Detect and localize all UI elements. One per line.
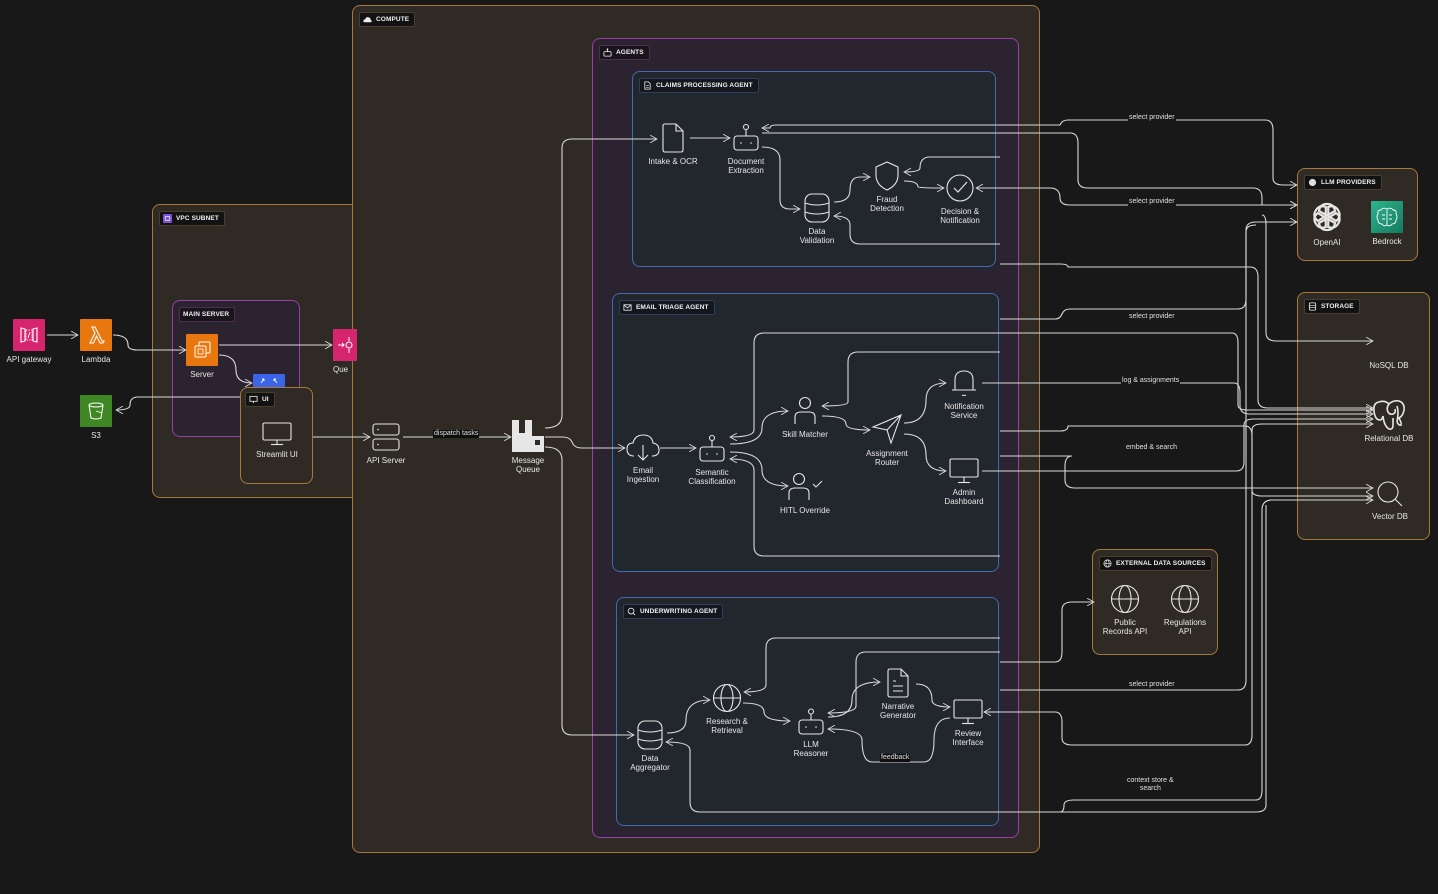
s3-node[interactable]: S3 bbox=[72, 395, 120, 440]
check-circle-icon bbox=[946, 174, 974, 202]
edge-context-store bbox=[1000, 500, 1373, 813]
bot-icon bbox=[733, 123, 759, 151]
nosql-db-node[interactable]: NoSQL DB bbox=[1369, 361, 1409, 370]
edge-label-select-provider-2: select provider bbox=[1128, 198, 1176, 206]
database-icon bbox=[1308, 302, 1317, 311]
assignment-router-node[interactable]: Assignment Router bbox=[858, 413, 916, 467]
agents-label: AGENTS bbox=[599, 45, 650, 60]
data-aggregator-node[interactable]: Data Aggregator bbox=[624, 720, 676, 772]
edge-label-select-provider-1: select provider bbox=[1128, 114, 1176, 122]
relational-db-node[interactable]: Relational DB bbox=[1358, 398, 1420, 443]
api-gateway-node[interactable]: API gateway bbox=[5, 319, 53, 364]
vpc-subnet-label: VPC SUBNET bbox=[159, 211, 225, 226]
ui-label: UI bbox=[245, 392, 275, 407]
cloud-download-icon bbox=[626, 434, 660, 461]
bot-icon bbox=[798, 708, 824, 735]
queue-node[interactable]: Que bbox=[333, 329, 357, 374]
scale-icon bbox=[253, 374, 285, 388]
underwriting-agent-label: UNDERWRITING AGENT bbox=[623, 604, 724, 619]
public-records-api-node[interactable]: Public Records API bbox=[1098, 584, 1152, 636]
bot-icon bbox=[699, 434, 725, 462]
database-node-icon bbox=[637, 720, 663, 750]
streamlit-ui-node[interactable]: Streamlit UI bbox=[246, 422, 308, 459]
globe-icon bbox=[1110, 584, 1140, 614]
email-agent-label: EMAIL TRIAGE AGENT bbox=[619, 300, 715, 315]
edge-sp3 bbox=[1000, 222, 1297, 320]
bedrock-brain-icon bbox=[1371, 201, 1403, 233]
monitor-small-icon bbox=[249, 395, 258, 404]
hitl-override-node[interactable]: HITL Override bbox=[774, 472, 836, 515]
lambda-node[interactable]: Lambda bbox=[72, 319, 120, 364]
review-interface-node[interactable]: Review Interface bbox=[940, 699, 996, 747]
postgres-elephant-icon bbox=[1373, 400, 1405, 430]
monitor-icon bbox=[949, 458, 979, 484]
bedrock-node[interactable]: Bedrock bbox=[1366, 201, 1408, 246]
fraud-detection-node[interactable]: Fraud Detection bbox=[862, 161, 912, 213]
edge-label-select-provider-4: select provider bbox=[1128, 681, 1176, 689]
server-rack-icon bbox=[372, 423, 400, 451]
monitor-icon bbox=[262, 422, 292, 446]
edge-label-log-assignments: log & assignments bbox=[1121, 377, 1181, 385]
storage-label: STORAGE bbox=[1304, 299, 1360, 314]
intake-ocr-node[interactable]: Intake & OCR bbox=[640, 123, 706, 166]
regulations-api-node[interactable]: Regulations API bbox=[1158, 584, 1212, 636]
research-retrieval-node[interactable]: Research & Retrieval bbox=[698, 683, 756, 735]
compute-label: COMPUTE bbox=[359, 12, 416, 27]
globe-icon bbox=[1170, 584, 1200, 614]
external-sources-label: EXTERNAL DATA SOURCES bbox=[1099, 556, 1212, 571]
bell-icon bbox=[952, 370, 976, 396]
user-icon bbox=[794, 396, 816, 424]
openai-small-icon bbox=[1308, 178, 1317, 187]
globe-icon bbox=[1103, 559, 1112, 568]
edge-label-feedback: feedback bbox=[880, 754, 911, 762]
robot-icon bbox=[603, 48, 612, 57]
skill-matcher-node[interactable]: Skill Matcher bbox=[774, 396, 836, 439]
sagemaker-node[interactable] bbox=[253, 374, 285, 388]
document-extraction-node[interactable]: Document Extraction bbox=[716, 123, 776, 175]
cloud-icon bbox=[363, 17, 372, 23]
s3-bucket-icon bbox=[80, 395, 112, 427]
admin-dashboard-node[interactable]: Admin Dashboard bbox=[936, 458, 992, 506]
edge-label-context-store: context store & search bbox=[1126, 777, 1175, 793]
api-server-node[interactable]: API Server bbox=[360, 422, 412, 465]
email-ingestion-node[interactable]: Email Ingestion bbox=[618, 434, 668, 484]
api-gateway-icon bbox=[13, 319, 45, 351]
server-node[interactable]: Server bbox=[178, 334, 226, 379]
narrative-generator-node[interactable]: Narrative Generator bbox=[870, 668, 926, 720]
file-icon bbox=[662, 123, 684, 153]
monitor-icon bbox=[953, 699, 983, 725]
edge-sp1-out bbox=[1000, 119, 1297, 185]
sqs-icon bbox=[333, 329, 357, 361]
lambda-icon bbox=[80, 319, 112, 351]
message-queue-node[interactable]: Message Queue bbox=[504, 419, 552, 474]
user-check-icon bbox=[788, 472, 823, 500]
database-node-icon bbox=[804, 193, 830, 223]
mail-icon bbox=[623, 304, 632, 311]
file-text-icon bbox=[887, 668, 909, 698]
semantic-classification-node[interactable]: Semantic Classification bbox=[684, 434, 740, 486]
ec2-icon bbox=[186, 334, 218, 366]
decision-notification-node[interactable]: Decision & Notification bbox=[932, 173, 988, 225]
search-icon bbox=[1377, 481, 1403, 507]
openai-node[interactable]: OpenAI bbox=[1306, 200, 1348, 247]
vector-db-node[interactable]: Vector DB bbox=[1362, 480, 1418, 521]
llm-reasoner-node[interactable]: LLM Reasoner bbox=[786, 708, 836, 758]
shield-icon bbox=[875, 161, 899, 191]
rabbitmq-icon bbox=[512, 420, 544, 452]
openai-icon bbox=[1313, 202, 1341, 232]
data-validation-node[interactable]: Data Validation bbox=[792, 193, 842, 245]
edge-label-embed-search: embed & search bbox=[1125, 444, 1178, 452]
llm-providers-label: LLM PROVIDERS bbox=[1304, 175, 1382, 190]
edge-label-select-provider-3: select provider bbox=[1128, 313, 1176, 321]
vpc-icon bbox=[163, 214, 172, 223]
ui-group: UI bbox=[240, 387, 313, 484]
claims-agent-label: CLAIMS PROCESSING AGENT bbox=[639, 78, 759, 93]
search-icon bbox=[627, 607, 636, 616]
notification-service-node[interactable]: Notification Service bbox=[936, 368, 992, 420]
globe-icon bbox=[712, 683, 742, 713]
document-icon bbox=[644, 81, 651, 90]
send-icon bbox=[871, 413, 902, 445]
main-server-label: MAIN SERVER bbox=[179, 307, 236, 322]
edge-label-dispatch-tasks: dispatch tasks bbox=[433, 430, 480, 438]
